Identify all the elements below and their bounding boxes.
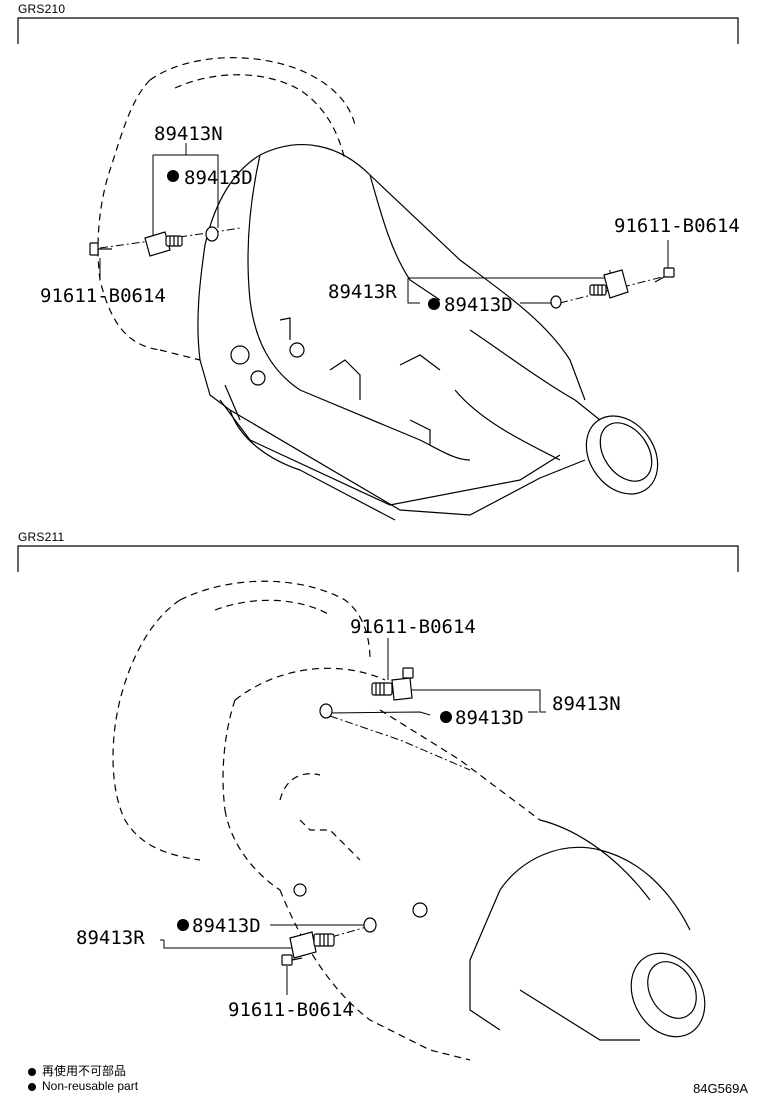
- part-number-89413r: 89413R: [328, 281, 397, 303]
- non-reusable-marker-icon: [428, 298, 440, 310]
- part-number-89413d: 89413D: [192, 915, 261, 937]
- part-number-89413d: 89413D: [444, 294, 513, 316]
- leader-lines-bottom: [160, 638, 546, 995]
- part-number-89413d: 89413D: [184, 167, 253, 189]
- o-ring-icon: [319, 703, 333, 719]
- part-number-89413n: 89413N: [552, 693, 621, 715]
- o-ring-icon: [363, 917, 377, 933]
- part-number-89413r: 89413R: [76, 927, 145, 949]
- legend-non-reusable-jp: 再使用不可部品: [28, 1062, 126, 1079]
- figure-code: 84G569A: [693, 1081, 748, 1096]
- section-bracket-bottom: [17, 545, 739, 572]
- part-number-91611-b0614: 91611-B0614: [40, 285, 166, 307]
- part-number-89413d: 89413D: [455, 707, 524, 729]
- section-label-grs211: GRS211: [18, 530, 65, 544]
- speed-sensor-icon: [589, 269, 629, 299]
- bolt-icon: [89, 242, 112, 256]
- section-label-grs210: GRS210: [18, 2, 66, 16]
- o-ring-icon: [205, 226, 219, 242]
- filled-circle-icon: [28, 1067, 36, 1076]
- non-reusable-marker-icon: [167, 170, 179, 182]
- speed-sensor-icon: [289, 931, 335, 959]
- speed-sensor-icon: [144, 231, 183, 257]
- legend-non-reusable-en: Non-reusable part: [28, 1079, 138, 1093]
- legend-label-en: Non-reusable part: [42, 1079, 139, 1093]
- part-number-89413n: 89413N: [154, 123, 223, 145]
- speed-sensor-icon: [371, 677, 413, 701]
- transmission-outline-top: [97, 57, 659, 521]
- part-number-91611-b0614: 91611-B0614: [228, 999, 354, 1021]
- filled-circle-icon: [28, 1082, 36, 1091]
- legend-label-jp: 再使用不可部品: [42, 1064, 127, 1078]
- part-number-91611-b0614: 91611-B0614: [350, 616, 476, 638]
- transmission-outline-bottom: [112, 580, 706, 1061]
- bolt-icon: [654, 267, 675, 283]
- non-reusable-marker-icon: [440, 711, 452, 723]
- bolt-icon: [281, 954, 303, 966]
- section-bracket-top: [17, 17, 739, 44]
- o-ring-icon: [550, 295, 562, 309]
- part-number-91611-b0614: 91611-B0614: [614, 215, 740, 237]
- non-reusable-marker-icon: [177, 919, 189, 931]
